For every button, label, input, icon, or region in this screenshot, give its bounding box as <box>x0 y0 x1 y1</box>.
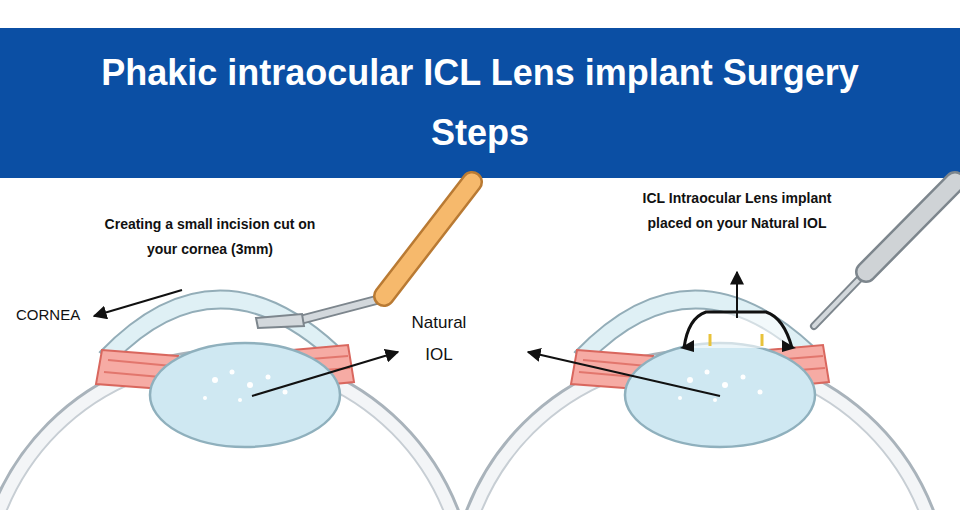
part-label: Natural IOL <box>402 307 476 371</box>
title-banner <box>0 28 960 178</box>
step-note: ICL Intraocular Lens implant placed on y… <box>642 186 832 236</box>
leader-arrow <box>528 352 720 396</box>
eye-left <box>0 290 475 510</box>
title-text: Phakic intraocular ICL Lens implant Surg… <box>100 43 860 163</box>
eye-right <box>450 290 950 510</box>
leader-arrow <box>94 290 182 316</box>
leader-arrow <box>736 272 738 318</box>
scalpel-tool <box>256 182 472 328</box>
part-label: CORNEA <box>16 305 96 325</box>
injector-tool <box>814 182 955 326</box>
step-note: Creating a small incision cut on your co… <box>90 212 330 262</box>
leader-arrow <box>252 352 398 396</box>
